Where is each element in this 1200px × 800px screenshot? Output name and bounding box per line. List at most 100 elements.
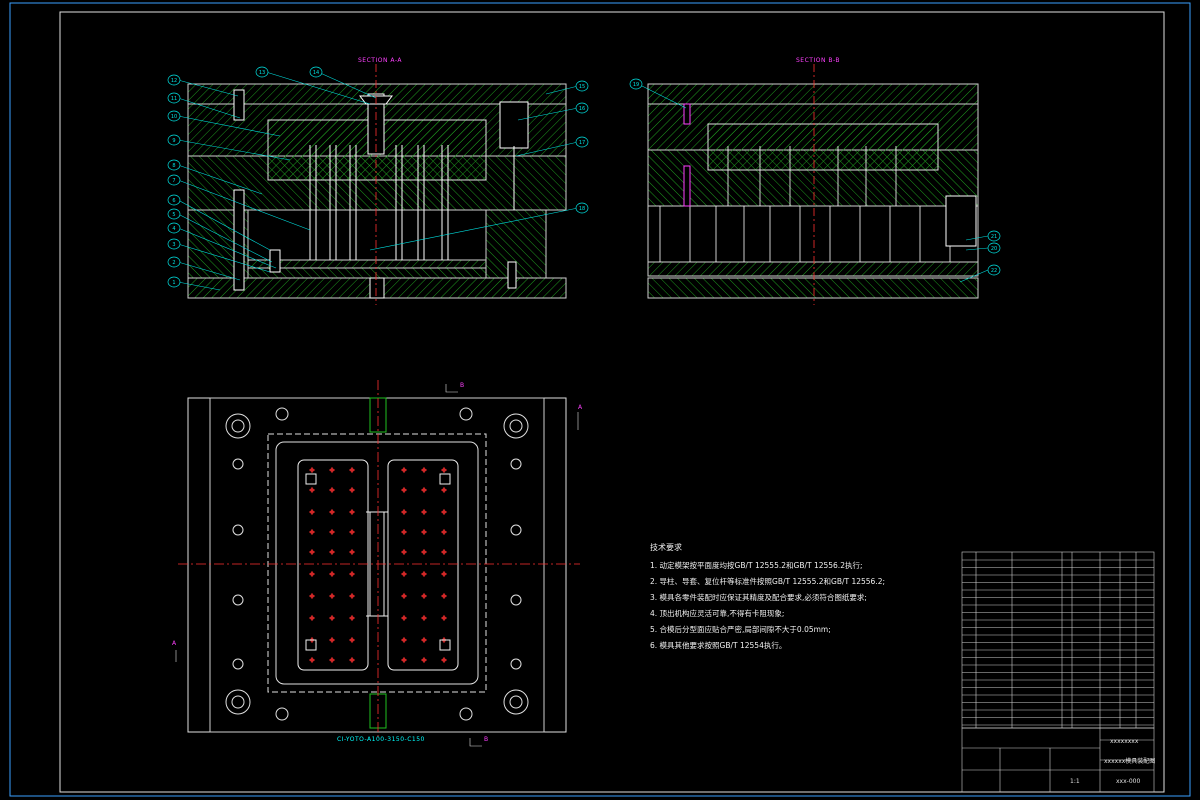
ejector-pin-mark	[329, 615, 335, 621]
ejector-pin-mark	[441, 657, 447, 663]
ejector-pin-mark	[401, 593, 407, 599]
ejector-pin-mark	[401, 615, 407, 621]
title-scale: 1:1	[1070, 778, 1080, 785]
tech-req-line: 6. 模具其他要求按照GB/T 12554执行。	[650, 641, 787, 650]
svg-text:11: 11	[171, 96, 177, 102]
ejector-pin-mark	[309, 509, 315, 515]
plan-view	[175, 380, 580, 747]
ejector-pin-mark	[329, 637, 335, 643]
svg-text:20: 20	[991, 246, 997, 252]
inner-border	[59, 11, 1165, 793]
ejector-pin-mark	[349, 549, 355, 555]
title-drawing-no: xxx-000	[1116, 778, 1141, 785]
ejector-pin-mark	[401, 509, 407, 515]
ejector-pin-mark	[349, 657, 355, 663]
balloon-left-10: 10	[167, 110, 181, 122]
model-code: CI-YOTO-A100-3150-C150	[337, 736, 425, 743]
tech-req-heading: 技术要求	[650, 543, 682, 552]
balloon-left-3: 3	[167, 238, 181, 250]
ejector-pin-mark	[309, 487, 315, 493]
ejector-pin-mark	[309, 467, 315, 473]
ejector-pin-mark	[349, 571, 355, 577]
ejector-pin-mark	[349, 529, 355, 535]
svg-text:15: 15	[579, 84, 585, 90]
ejector-pin-mark	[349, 487, 355, 493]
ejector-pin-mark	[349, 509, 355, 515]
ejector-pin-mark	[349, 615, 355, 621]
balloon-left-4: 4	[167, 222, 181, 234]
ejector-pin-mark	[421, 529, 427, 535]
view-mark-b-top: B	[460, 382, 465, 389]
ejector-pin-mark	[401, 529, 407, 535]
tech-req-line: 3. 模具各零件装配时应保证其精度及配合要求,必须符合图纸要求;	[650, 593, 867, 602]
ejector-pin-mark	[421, 509, 427, 515]
balloon-b-19: 19	[629, 78, 643, 90]
section-a-title: SECTION A-A	[358, 57, 402, 64]
tech-req-line: 5. 合模后分型面应贴合严密,局部间隙不大于0.05mm;	[650, 625, 831, 634]
ejector-pin-mark	[441, 593, 447, 599]
ejector-pin-mark	[329, 509, 335, 515]
balloon-left-9: 9	[167, 134, 181, 146]
balloon-left-2: 2	[167, 256, 181, 268]
section-a-view	[177, 64, 579, 305]
balloon-left-5: 5	[167, 208, 181, 220]
balloon-b-22: 22	[987, 264, 1001, 276]
ejector-pin-mark	[421, 549, 427, 555]
svg-text:1: 1	[172, 280, 175, 286]
balloon-left-8: 8	[167, 159, 181, 171]
title-project: xxxxxxxx	[1110, 738, 1139, 745]
ejector-pin-mark	[441, 467, 447, 473]
balloon-left-1: 1	[167, 276, 181, 288]
balloon-left-7: 7	[167, 174, 181, 186]
ejector-pin-mark	[309, 571, 315, 577]
section-b-title: SECTION B-B	[796, 57, 841, 64]
balloon-left-11: 11	[167, 92, 181, 104]
technical-requirements: 技术要求 1. 动定模架按平面度均按GB/T 12555.2和GB/T 1255…	[650, 540, 950, 654]
svg-text:16: 16	[579, 106, 585, 112]
view-mark-a-right: A	[578, 404, 583, 411]
svg-text:13: 13	[259, 70, 265, 76]
svg-text:21: 21	[991, 234, 997, 240]
ejector-pin-mark	[421, 657, 427, 663]
ejector-pin-mark	[349, 637, 355, 643]
svg-text:8: 8	[172, 163, 175, 169]
balloon-top-14: 14	[309, 66, 323, 78]
svg-text:17: 17	[579, 140, 585, 146]
ejector-pin-mark	[309, 549, 315, 555]
tech-req-line: 1. 动定模架按平面度均按GB/T 12555.2和GB/T 12556.2执行…	[650, 561, 863, 570]
tech-req-line: 2. 导柱、导套、复位杆等标准件按照GB/T 12555.2和GB/T 1255…	[650, 577, 885, 586]
ejector-pin-mark	[329, 571, 335, 577]
ejector-pin-mark	[401, 549, 407, 555]
svg-text:4: 4	[172, 226, 175, 232]
svg-text:22: 22	[991, 268, 997, 274]
balloon-left-12: 12	[167, 74, 181, 86]
svg-text:9: 9	[172, 138, 175, 144]
balloon-left-6: 6	[167, 194, 181, 206]
ejector-pin-mark	[421, 615, 427, 621]
balloon-right-17: 17	[575, 136, 589, 148]
ejector-pin-mark	[421, 467, 427, 473]
balloon-b-20: 20	[987, 242, 1001, 254]
ejector-pin-mark	[421, 487, 427, 493]
ejector-pin-mark	[421, 637, 427, 643]
balloon-right-15: 15	[575, 80, 589, 92]
ejector-pin-mark	[329, 487, 335, 493]
ejector-pin-mark	[441, 487, 447, 493]
balloon-right-16: 16	[575, 102, 589, 114]
section-b-view	[637, 64, 989, 305]
parts-list	[961, 551, 1155, 793]
svg-text:3: 3	[172, 242, 175, 248]
ejector-pin-mark	[329, 529, 335, 535]
tech-req-line: 4. 顶出机构应灵活可靠,不得有卡阻现象;	[650, 609, 785, 618]
balloon-right-18: 18	[575, 202, 589, 214]
title-drawing-name: xxxxxx模具装配图	[1104, 758, 1156, 765]
ejector-pin-mark	[329, 657, 335, 663]
ejector-pin-mark	[309, 615, 315, 621]
svg-text:18: 18	[579, 206, 585, 212]
view-mark-a-left: A	[172, 640, 177, 647]
ejector-pin-mark	[309, 593, 315, 599]
ejector-pin-mark	[441, 529, 447, 535]
svg-text:10: 10	[171, 114, 177, 120]
view-mark-b-bottom: B	[484, 736, 489, 743]
